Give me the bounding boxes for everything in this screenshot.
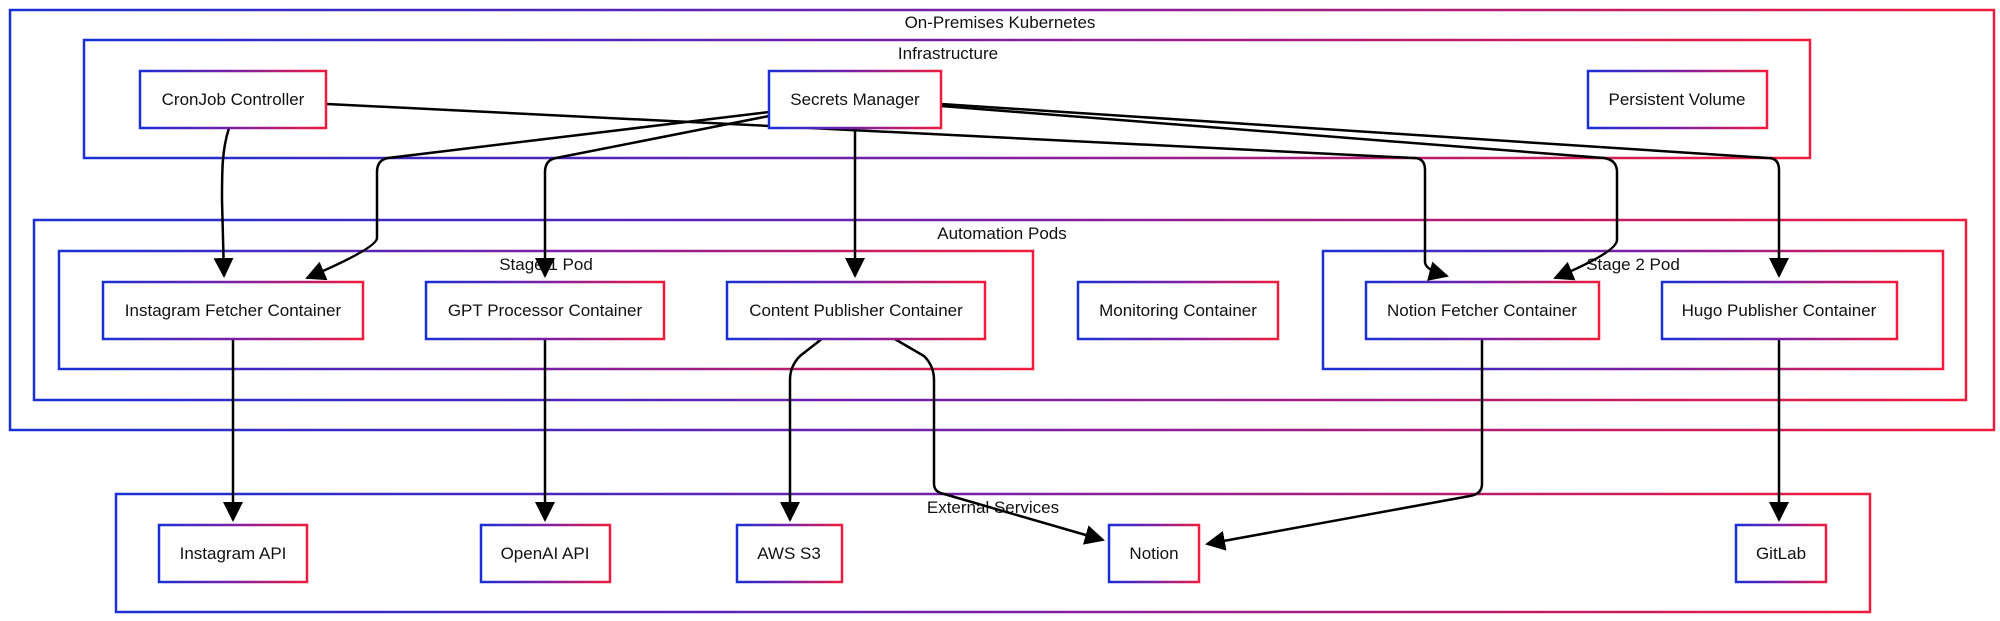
edge-content-publisher-to-notion bbox=[892, 336, 1105, 545]
cluster-stage-2-pod: Stage 2 Pod bbox=[1321, 249, 1945, 371]
edge-cronjob-to-notion-fetcher bbox=[326, 102, 1449, 281]
node-cronjob-controller[interactable]: CronJob Controller bbox=[138, 69, 328, 130]
node-label: GitLab bbox=[1756, 544, 1806, 563]
node-instagram-api[interactable]: Instagram API bbox=[157, 523, 309, 584]
node-gitlab[interactable]: GitLab bbox=[1734, 523, 1828, 584]
node-label: Notion Fetcher Container bbox=[1387, 301, 1577, 320]
edge-secrets-to-gpt-processor bbox=[535, 114, 770, 278]
node-label: Monitoring Container bbox=[1099, 301, 1257, 320]
edge-content-publisher-to-aws-s3 bbox=[780, 337, 824, 522]
node-monitoring-container[interactable]: Monitoring Container bbox=[1076, 280, 1280, 341]
node-persistent-volume[interactable]: Persistent Volume bbox=[1586, 69, 1769, 130]
edge-secrets-to-instagram-fetcher bbox=[305, 110, 770, 281]
cluster-infrastructure: Infrastructure bbox=[82, 38, 1812, 160]
node-label: Content Publisher Container bbox=[749, 301, 963, 320]
node-label: AWS S3 bbox=[757, 544, 821, 563]
node-instagram-fetcher-container[interactable]: Instagram Fetcher Container bbox=[101, 280, 365, 341]
node-content-publisher-container[interactable]: Content Publisher Container bbox=[725, 280, 987, 341]
node-label: OpenAI API bbox=[501, 544, 590, 563]
node-aws-s3[interactable]: AWS S3 bbox=[735, 523, 844, 584]
node-openai-api[interactable]: OpenAI API bbox=[479, 523, 612, 584]
cluster-label: Stage 2 Pod bbox=[1586, 255, 1680, 274]
edge-secrets-to-hugo-publisher bbox=[940, 102, 1789, 278]
cluster-on-premises-kubernetes: On-Premises Kubernetes bbox=[8, 8, 1996, 432]
node-label: Instagram Fetcher Container bbox=[125, 301, 342, 320]
node-notion[interactable]: Notion bbox=[1107, 523, 1201, 584]
cluster-label: On-Premises Kubernetes bbox=[905, 13, 1096, 32]
node-label: CronJob Controller bbox=[162, 90, 305, 109]
node-secrets-manager[interactable]: Secrets Manager bbox=[767, 69, 943, 130]
node-label: Notion bbox=[1129, 544, 1178, 563]
edge-secrets-to-notion-fetcher bbox=[940, 104, 1619, 281]
node-gpt-processor-container[interactable]: GPT Processor Container bbox=[424, 280, 666, 341]
edges bbox=[213, 102, 1789, 551]
cluster-external-services: External Services bbox=[114, 492, 1872, 614]
edge-notion-fetcher-to-notion bbox=[1205, 338, 1484, 551]
node-label: Instagram API bbox=[180, 544, 287, 563]
node-label: Persistent Volume bbox=[1608, 90, 1745, 109]
node-label: Secrets Manager bbox=[790, 90, 920, 109]
node-hugo-publisher-container[interactable]: Hugo Publisher Container bbox=[1660, 280, 1899, 341]
node-label: GPT Processor Container bbox=[448, 301, 643, 320]
node-label: Hugo Publisher Container bbox=[1682, 301, 1877, 320]
cluster-label: Infrastructure bbox=[898, 44, 998, 63]
node-notion-fetcher-container[interactable]: Notion Fetcher Container bbox=[1364, 280, 1601, 341]
cluster-automation-pods: Automation Pods bbox=[32, 218, 1968, 402]
edge-cronjob-to-instagram-fetcher bbox=[213, 127, 234, 278]
cluster-label: Automation Pods bbox=[937, 224, 1066, 243]
